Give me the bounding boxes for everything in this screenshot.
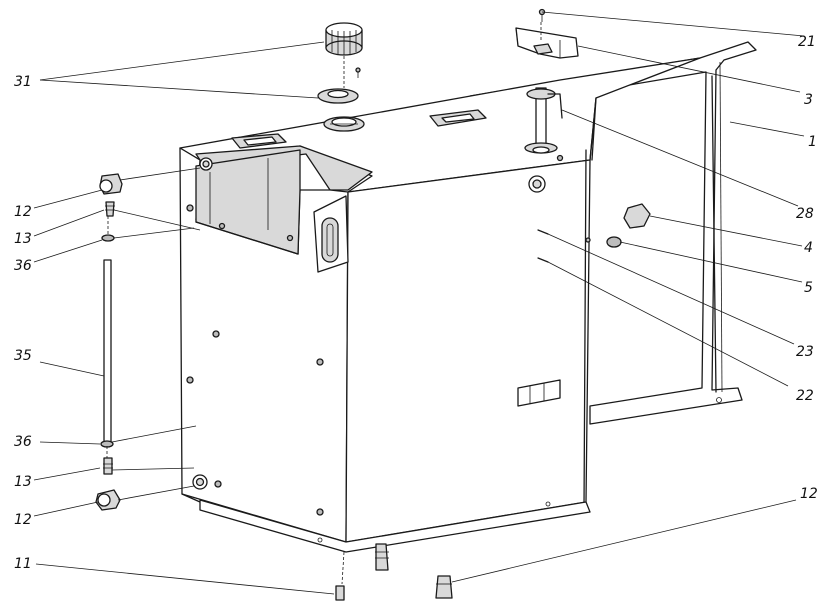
- label-28: 28: [796, 206, 814, 222]
- front-screws: [537, 154, 591, 263]
- side-nut: [528, 175, 651, 248]
- label-13-top-left: 13: [14, 231, 32, 247]
- label-5: 5: [804, 280, 813, 296]
- level-sensor: [524, 87, 563, 154]
- label-12-top-left: 12: [14, 204, 32, 220]
- filler-neck: [323, 116, 365, 132]
- label-35: 35: [14, 348, 32, 364]
- label-36-bottom-left: 36: [14, 434, 32, 450]
- bottom-fittings: [335, 543, 453, 601]
- top-hatches: [231, 109, 487, 149]
- mounting-frame: [469, 41, 757, 425]
- label-36-top-left: 36: [14, 258, 32, 274]
- label-4: 4: [804, 240, 813, 256]
- label-11: 11: [14, 556, 32, 572]
- label-31: 31: [14, 74, 32, 90]
- side-ports: [192, 157, 213, 490]
- label-22: 22: [796, 388, 814, 404]
- drain-pipe-assembly: [95, 173, 123, 511]
- front-bracket: [517, 379, 561, 407]
- cap-gasket: [317, 88, 359, 104]
- label-21: 21: [798, 34, 816, 50]
- side-bolts: [186, 204, 324, 516]
- label-23: 23: [796, 344, 814, 360]
- label-12-bottom-left: 12: [14, 512, 32, 528]
- tank-front-face: [345, 97, 597, 543]
- part-labels: 31 21 3 1 28 4 5 23 22 12 13 36 35 36 13…: [14, 34, 818, 572]
- top-bracket: [515, 27, 579, 59]
- label-13-bottom-left: 13: [14, 474, 32, 490]
- label-1: 1: [808, 134, 817, 150]
- label-12-bottom-right: 12: [800, 486, 818, 502]
- sight-glass-plate: [313, 195, 349, 273]
- screw-21: [538, 8, 546, 22]
- tank-bottom-flange: [199, 499, 591, 553]
- label-3: 3: [804, 92, 813, 108]
- filler-cap: [325, 22, 363, 56]
- assembly-axes: [106, 22, 542, 585]
- leader-lines: [33, 11, 805, 595]
- cap-screw: [355, 67, 361, 78]
